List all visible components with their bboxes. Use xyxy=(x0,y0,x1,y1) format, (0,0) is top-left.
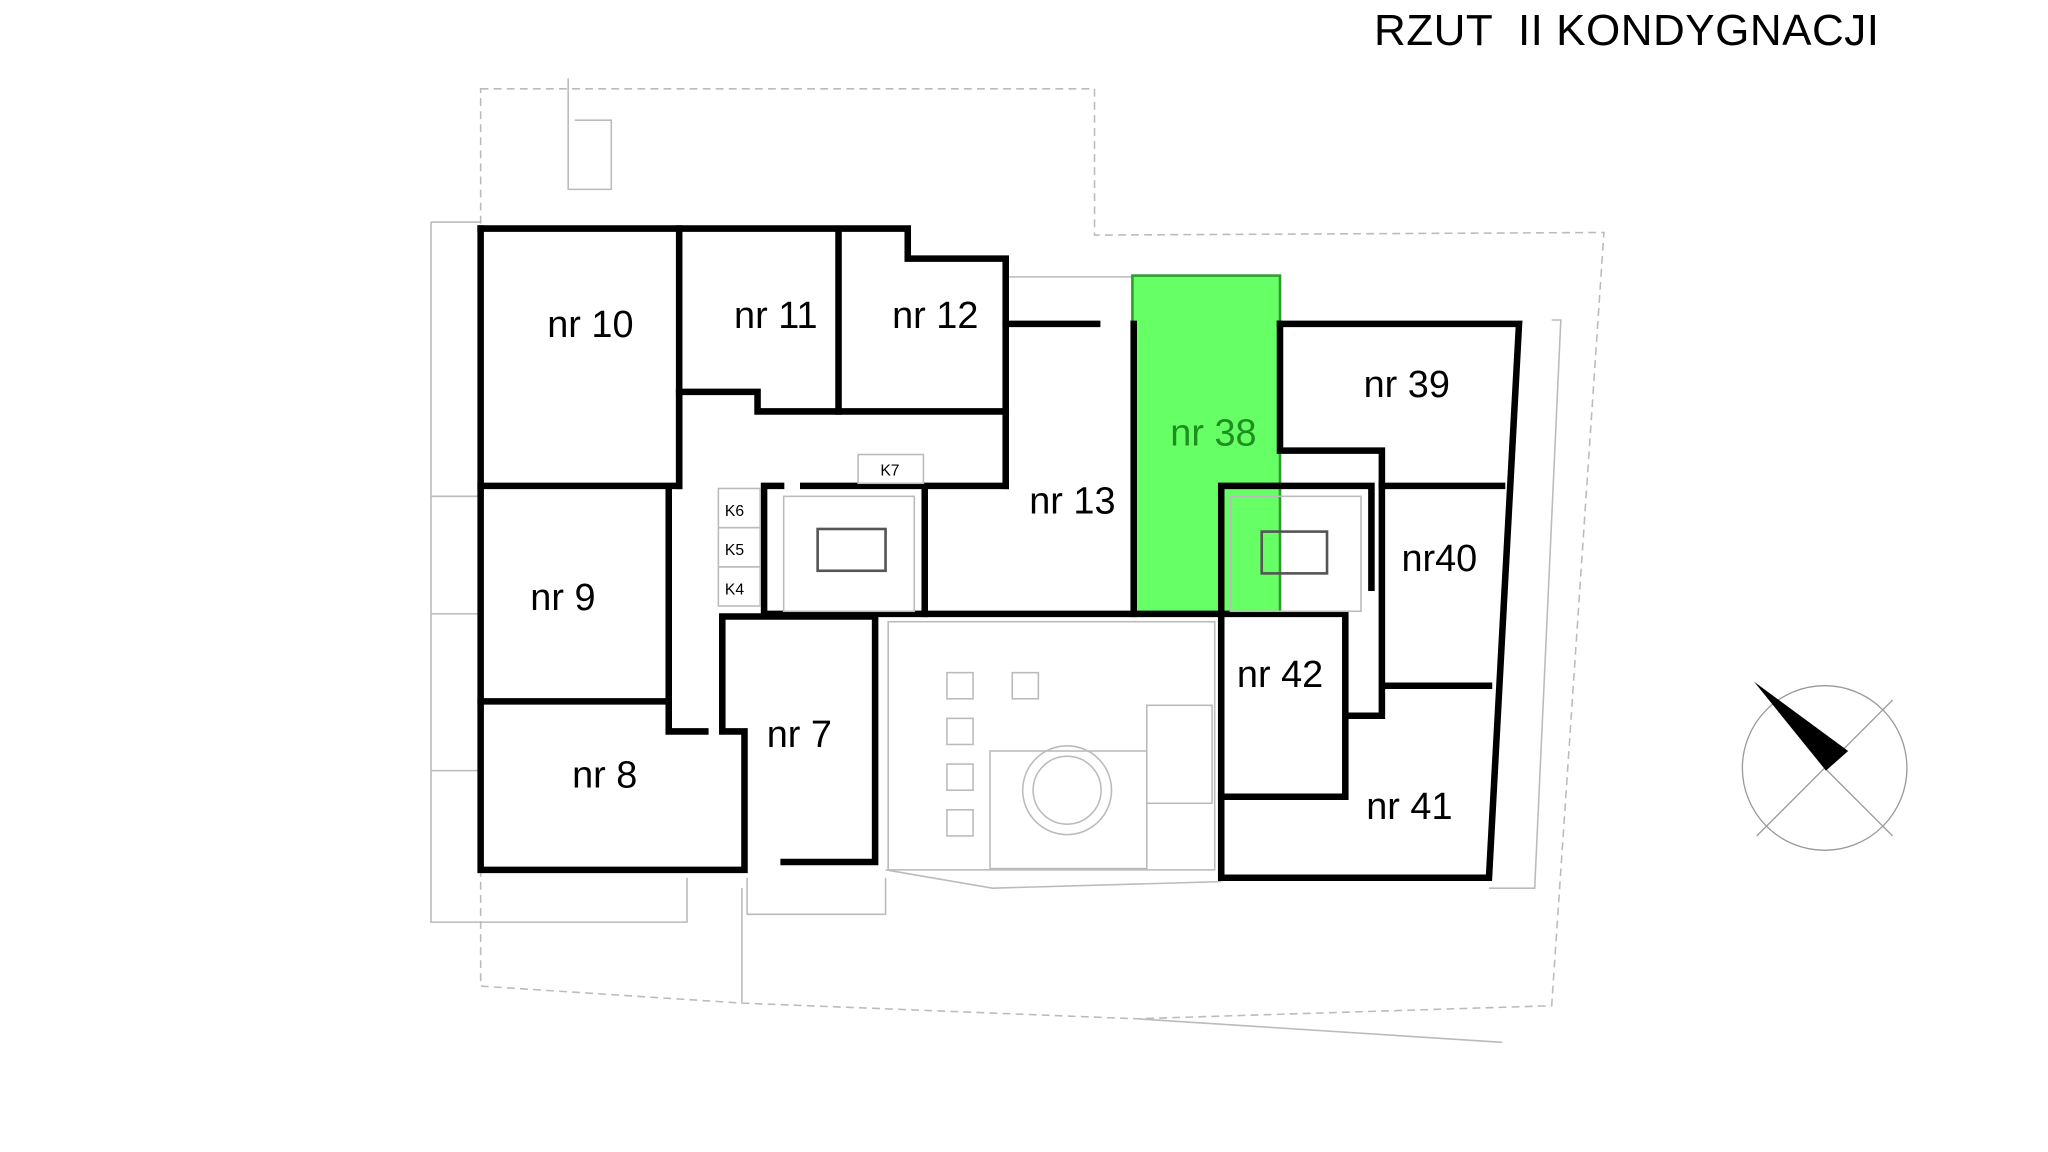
unit-nr9[interactable]: nr 9 xyxy=(530,577,595,619)
staircase-left xyxy=(782,495,916,613)
unit-nr11[interactable]: nr 11 xyxy=(734,295,817,337)
plan-title: RZUT II KONDYGNACJI xyxy=(1374,6,1880,55)
storage-k4: K4 xyxy=(725,581,744,598)
unit-nr13[interactable]: nr 13 xyxy=(1029,480,1115,522)
unit-nr7[interactable]: nr 7 xyxy=(767,714,832,756)
storage-k7: K7 xyxy=(880,462,899,479)
courtyard xyxy=(887,620,1216,871)
storage-k6: K6 xyxy=(725,503,744,520)
staircase-right xyxy=(1229,495,1362,613)
unit-nr42[interactable]: nr 42 xyxy=(1237,654,1323,696)
unit-nr38-highlight[interactable] xyxy=(1131,274,1282,616)
north-arrow-icon xyxy=(1741,681,1908,851)
storage-k5: K5 xyxy=(725,542,744,559)
walls xyxy=(477,225,1523,881)
unit-nr40[interactable]: nr40 xyxy=(1401,538,1477,580)
unit-nr10[interactable]: nr 10 xyxy=(547,304,633,346)
unit-nr12[interactable]: nr 12 xyxy=(892,295,978,337)
storage-rooms: K6 K5 K4 K7 xyxy=(717,453,925,607)
unit-nr38[interactable]: nr 38 xyxy=(1170,412,1256,454)
unit-nr8[interactable]: nr 8 xyxy=(572,755,637,797)
unit-nr41[interactable]: nr 41 xyxy=(1366,786,1452,828)
unit-nr39[interactable]: nr 39 xyxy=(1364,364,1450,406)
